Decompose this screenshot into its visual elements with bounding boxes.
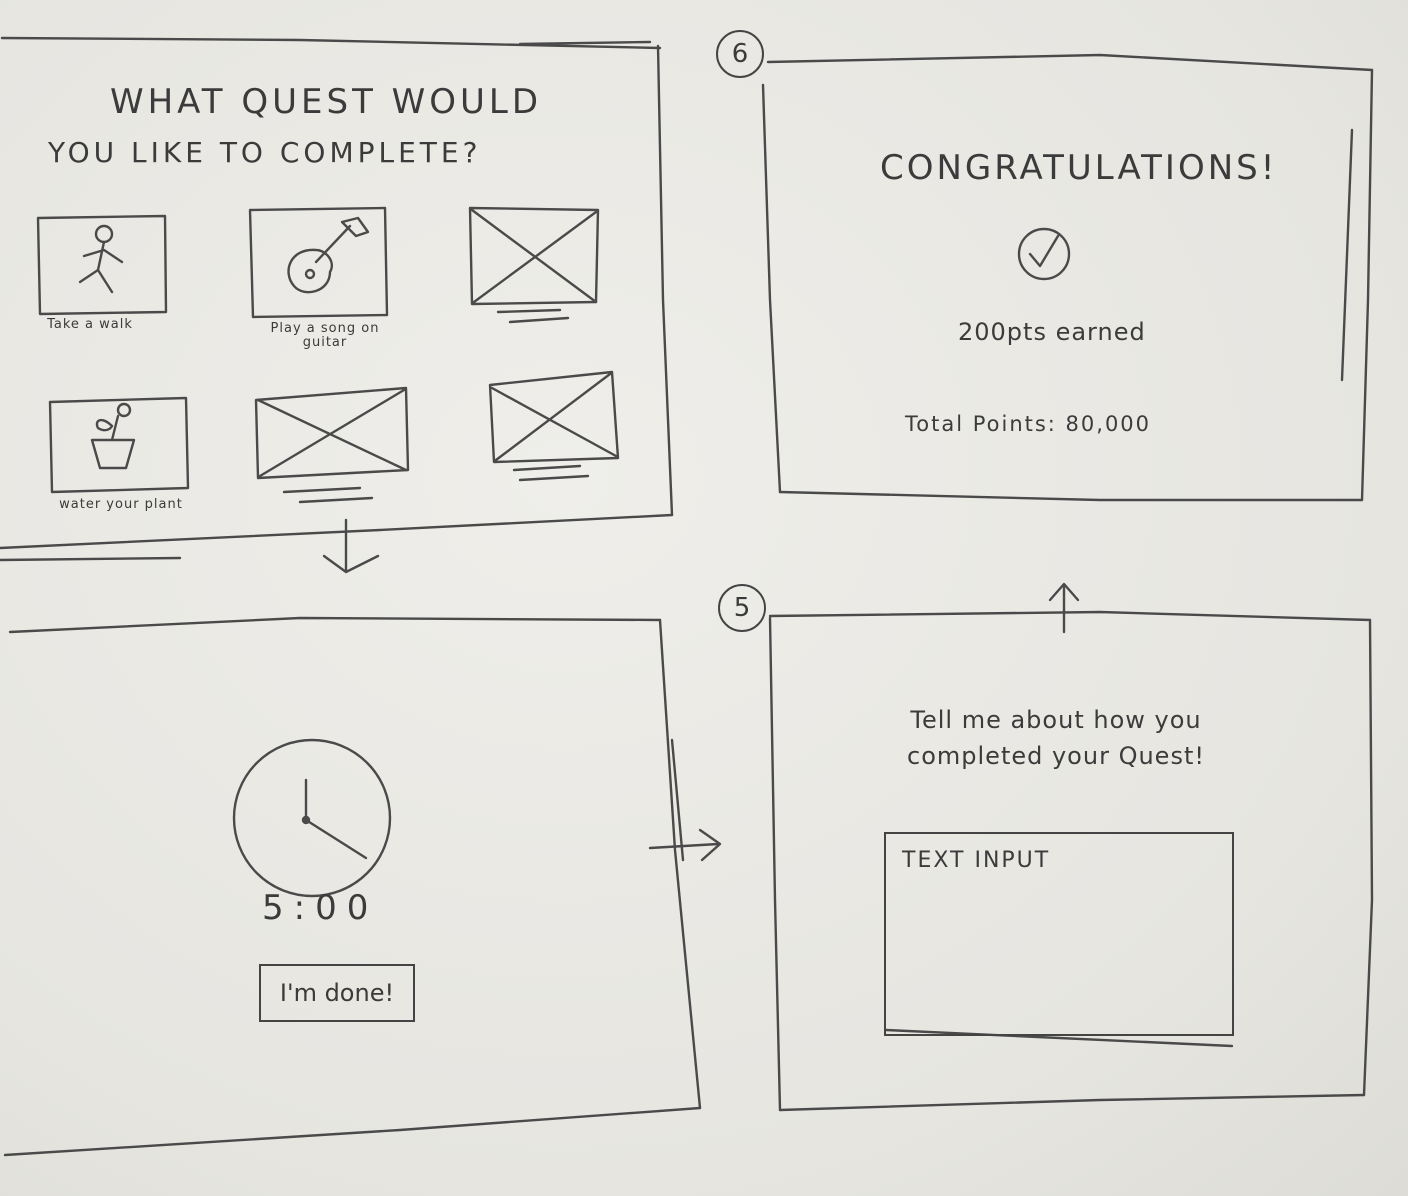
quest-label-guitar: Play a song on guitar xyxy=(270,321,380,350)
im-done-button[interactable]: I'm done! xyxy=(259,964,415,1022)
quest-tile-6-frame xyxy=(488,370,620,482)
quest-select-title-line1: WHAT QUEST WOULD xyxy=(110,82,543,122)
quest-tile-5-frame xyxy=(254,386,410,504)
quest-tile-placeholder-5[interactable] xyxy=(256,388,408,478)
quest-tile-walk[interactable] xyxy=(38,216,166,314)
quest-label-plant: water your plant xyxy=(59,497,183,512)
clock-icon xyxy=(234,740,390,896)
step-number-5: 5 xyxy=(718,584,766,632)
quest-select-title-line2: YOU LIKE TO COMPLETE? xyxy=(48,136,482,169)
quest-tile-guitar[interactable] xyxy=(250,208,387,317)
quest-tile-placeholder-3[interactable] xyxy=(470,208,598,304)
panel-frame-timer xyxy=(3,616,702,1157)
quest-tile-walk-frame xyxy=(36,214,168,316)
up-arrow-icon xyxy=(1048,582,1080,634)
panel-frame-reflect xyxy=(768,610,1374,1112)
reflect-prompt: Tell me about how you completed your Que… xyxy=(907,706,1205,770)
quest-label-walk: Take a walk xyxy=(47,317,133,332)
panel-frame-congrats xyxy=(761,53,1374,502)
down-arrow-icon xyxy=(322,520,380,574)
panel-frame-select xyxy=(0,36,674,562)
quest-tile-placeholder-6[interactable] xyxy=(490,372,618,462)
clock-drawing xyxy=(232,738,392,898)
timer-display: 5:00 xyxy=(262,888,379,928)
total-points: Total Points: 80,000 xyxy=(905,412,1152,436)
right-arrow-icon xyxy=(648,828,722,862)
step-number-6: 6 xyxy=(716,30,764,78)
quest-reflection-input[interactable] xyxy=(884,832,1234,1036)
quest-tile-guitar-frame xyxy=(248,206,389,319)
quest-tile-3-frame xyxy=(468,206,600,324)
congrats-title: CONGRATULATIONS! xyxy=(880,148,1278,188)
quest-tile-plant[interactable] xyxy=(50,398,188,492)
check-circle-drawing xyxy=(1017,227,1071,281)
points-earned: 200pts earned xyxy=(958,318,1146,346)
flow-arrows xyxy=(322,518,1080,862)
check-circle-icon xyxy=(1018,228,1070,280)
quest-tile-plant-frame xyxy=(48,396,190,494)
